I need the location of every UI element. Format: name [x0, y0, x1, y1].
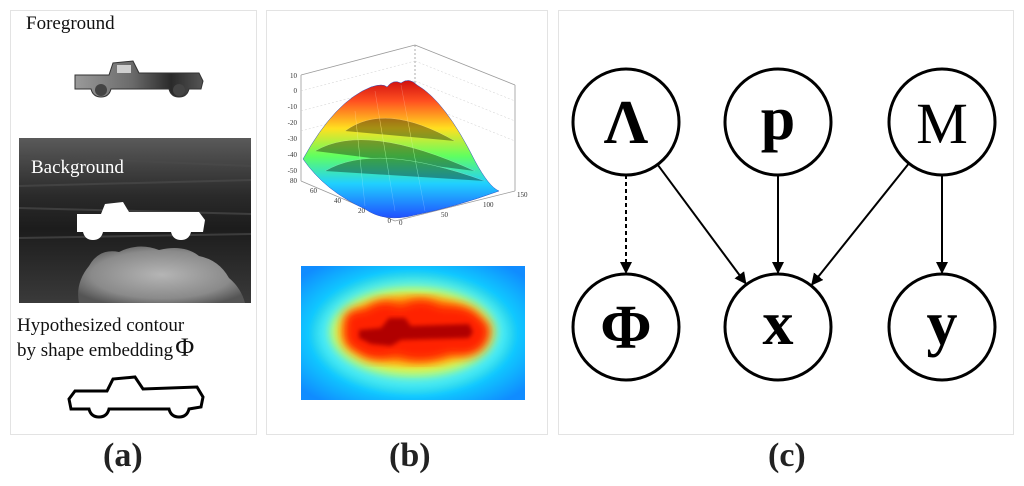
- y-tick: 80: [290, 177, 298, 185]
- hypothesized-contour: [67, 375, 205, 419]
- node-p: p: [723, 67, 833, 177]
- edge-m-to-x: [810, 162, 910, 286]
- distance-heatmap: [301, 266, 525, 400]
- foreground-label: Foreground: [26, 13, 115, 34]
- contour-label-line1: Hypothesized contour: [17, 315, 185, 336]
- node-lambda: Λ: [571, 67, 681, 177]
- background-label: Background: [31, 157, 124, 178]
- node-phi: Φ: [571, 272, 681, 382]
- node-y: y: [887, 272, 997, 382]
- caption-b: (b): [389, 437, 431, 474]
- x-tick: 100: [483, 201, 494, 209]
- node-y-label: y: [927, 290, 958, 358]
- caption-a: (a): [103, 437, 143, 474]
- panel-b: 10 0 -10 -20 -30 -40 -50 80 60 40 20 0 0…: [266, 10, 548, 435]
- panel-c: Λ p M Φ x y: [558, 10, 1014, 435]
- y-tick: 0: [388, 217, 392, 225]
- node-m: M: [887, 67, 997, 177]
- y-tick: 20: [358, 207, 366, 215]
- z-tick: -20: [288, 119, 298, 127]
- surface-plot-3d: 10 0 -10 -20 -30 -40 -50 80 60 40 20 0 0…: [288, 44, 528, 227]
- z-tick: -10: [288, 103, 298, 111]
- node-m-label: M: [916, 91, 968, 156]
- contour-phi-symbol: Φ: [175, 333, 195, 362]
- caption-c: (c): [768, 437, 806, 474]
- z-tick: -50: [288, 167, 298, 175]
- x-tick: 0: [399, 219, 403, 227]
- node-x-label: x: [763, 290, 794, 358]
- x-tick: 150: [517, 191, 528, 199]
- edge-lambda-to-x: [656, 163, 747, 285]
- contour-label-text: by shape embedding: [17, 340, 174, 361]
- graphical-model: Λ p M Φ x y: [571, 67, 997, 382]
- edges-layer: [620, 162, 948, 286]
- z-tick: -40: [288, 151, 298, 159]
- node-lambda-label: Λ: [604, 89, 649, 157]
- node-x: x: [723, 272, 833, 382]
- node-p-label: p: [761, 85, 795, 153]
- x-tick: 50: [441, 211, 449, 219]
- foreground-truck-image: [74, 60, 204, 98]
- z-tick: 0: [294, 87, 298, 95]
- y-tick: 60: [310, 187, 318, 195]
- panel-a: Foreground: [10, 10, 257, 435]
- z-tick: -30: [288, 135, 298, 143]
- node-phi-label: Φ: [600, 294, 651, 362]
- background-image: [19, 138, 251, 303]
- z-tick: 10: [290, 72, 298, 80]
- y-tick: 40: [334, 197, 342, 205]
- contour-label-line2: by shape embeddingΦ: [17, 335, 194, 362]
